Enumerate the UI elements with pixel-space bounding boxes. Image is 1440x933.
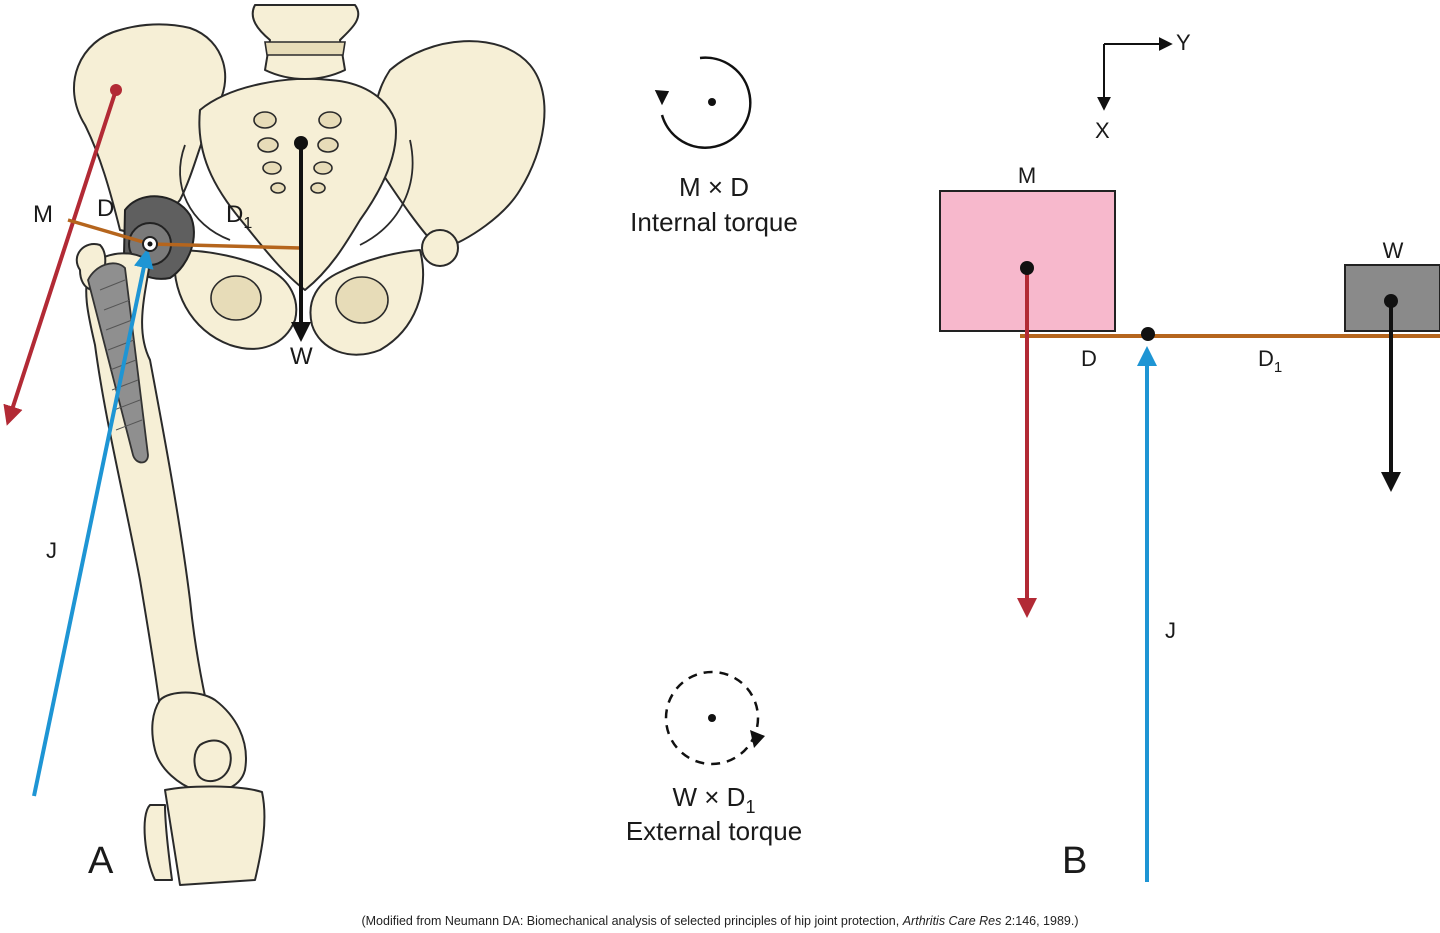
panel-a: M D D1 W J A [3, 4, 546, 886]
lever-arm-d1 [149, 242, 301, 250]
label-b-joint: J [1165, 618, 1176, 643]
label-b-d: D [1081, 346, 1097, 371]
external-torque-symbol: W × D1 External torque [626, 670, 802, 846]
panel-b: Y X M W D D1 J B [939, 30, 1440, 882]
femur-illustration [75, 243, 266, 886]
axis-y-label: Y [1176, 30, 1191, 55]
label-a-muscle: M [33, 201, 53, 228]
internal-torque-label: Internal torque [630, 207, 798, 237]
label-b-muscle: M [1018, 163, 1036, 188]
center-of-mass-dot [294, 136, 308, 150]
external-torque-label: External torque [626, 816, 802, 846]
panel-b-label: B [1062, 840, 1087, 882]
external-torque-formula: W × D1 [673, 782, 756, 817]
muscle-attachment-dot [110, 84, 122, 96]
internal-torque-symbol: M × D Internal torque [630, 56, 798, 237]
label-b-weight: W [1383, 238, 1404, 263]
panel-a-label: A [88, 840, 114, 882]
pelvis-illustration [73, 4, 546, 356]
internal-torque-formula: M × D [679, 172, 749, 202]
citation: (Modified from Neumann DA: Biomechanical… [361, 914, 1078, 928]
muscle-force-arrow [3, 89, 118, 426]
coordinate-axes: Y X [1095, 30, 1191, 143]
label-a-d: D [97, 195, 114, 222]
label-a-weight: W [290, 343, 313, 370]
lever-arm-d [67, 218, 151, 246]
b-pivot-point [1141, 327, 1155, 341]
label-a-d1: D1 [226, 201, 252, 232]
label-b-d1: D1 [1258, 346, 1282, 376]
joint-force-arrow [32, 248, 154, 797]
label-a-joint: J [46, 538, 57, 563]
axis-x-label: X [1095, 118, 1110, 143]
